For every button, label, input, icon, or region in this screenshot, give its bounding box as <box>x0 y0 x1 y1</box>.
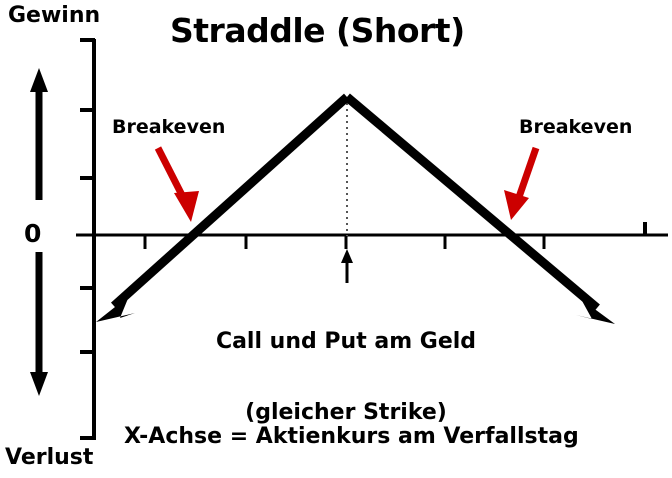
y-axis-ticks <box>80 108 94 354</box>
y-axis-zero-label: 0 <box>24 219 42 248</box>
breakeven-left-label: Breakeven <box>112 116 226 138</box>
breakeven-left-arrow-icon <box>154 146 199 222</box>
x-axis-caption: X-Achse = Aktienkurs am Verfallstag <box>124 424 579 449</box>
breakeven-right-label: Breakeven <box>519 116 633 138</box>
strike-annotation-line-2: (gleicher Strike) <box>245 399 447 425</box>
y-axis-top-label: Gewinn <box>8 3 101 28</box>
profit-direction-arrow <box>30 68 48 200</box>
strike-annotation-line-1: Call und Put am Geld <box>215 328 477 354</box>
breakeven-right-arrow-icon <box>504 146 540 220</box>
strike-pointer-arrow-icon <box>341 249 353 283</box>
strike-annotation: Call und Put am Geld (gleicher Strike) <box>196 282 496 472</box>
x-axis <box>76 222 668 237</box>
loss-direction-arrow <box>30 252 48 396</box>
payoff-curve <box>96 93 615 324</box>
chart-title: Straddle (Short) <box>170 11 465 50</box>
y-axis <box>80 38 96 440</box>
x-axis-ticks <box>143 235 546 249</box>
y-axis-bottom-label: Verlust <box>5 445 94 470</box>
